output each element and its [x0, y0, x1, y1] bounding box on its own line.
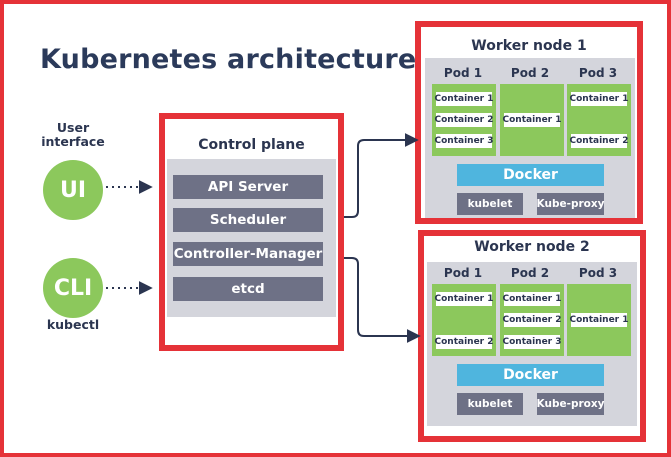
- wn2-pod-2-container-1: Container 1: [502, 292, 562, 306]
- controller-manager-component: Controller-Manager: [173, 242, 323, 266]
- wn2-docker-runtime: Docker: [457, 364, 604, 386]
- kubectl-label: kubectl: [46, 317, 100, 332]
- wn1-pod-2-label: Pod 2: [510, 66, 550, 80]
- scheduler-component: Scheduler: [173, 208, 323, 232]
- wn2-kubelet: kubelet: [457, 393, 523, 415]
- wn2-pod-1-label: Pod 1: [443, 266, 483, 280]
- wn1-docker-runtime: Docker: [457, 164, 604, 186]
- api-server-component: API Server: [173, 175, 323, 199]
- wn1-pod-1-label: Pod 1: [443, 66, 483, 80]
- ui-client-node: UI: [43, 160, 103, 220]
- wn2-kube-proxy: Kube-proxy: [537, 393, 604, 415]
- control-plane-title: Control plane: [198, 137, 305, 153]
- wn2-pod-2-container-2: Container 2: [502, 313, 562, 327]
- user-interface-label: User interface: [41, 120, 105, 149]
- wn1-kubelet: kubelet: [457, 193, 523, 215]
- wn1-pod-3-container-1: Container 1: [569, 92, 629, 106]
- wn1-pod-1-container-1: Container 1: [434, 92, 494, 106]
- wn2-pod-2-container-3: Container 3: [502, 335, 562, 349]
- wn2-pod-3-container-1: Container 1: [569, 313, 629, 327]
- wn1-pod-3-container-2: Container 2: [569, 134, 629, 148]
- wn1-pod-3-label: Pod 3: [578, 66, 618, 80]
- wn2-pod-1-container-1: Container 1: [434, 292, 494, 306]
- wn1-pod-2-container-1: Container 1: [502, 113, 562, 127]
- worker-node-2-title: Worker node 2: [474, 239, 590, 255]
- wn2-pod-3-label: Pod 3: [578, 266, 618, 280]
- wn2-pod-2-label: Pod 2: [510, 266, 550, 280]
- wn1-pod-1-container-2: Container 2: [434, 113, 494, 127]
- diagram-title: Kubernetes architecture: [40, 44, 417, 75]
- wn2-pod-1-container-2: Container 2: [434, 335, 494, 349]
- etcd-component: etcd: [173, 277, 323, 301]
- wn1-kube-proxy: Kube-proxy: [537, 193, 604, 215]
- worker-node-1-title: Worker node 1: [471, 38, 587, 54]
- wn1-pod-1-container-3: Container 3: [434, 134, 494, 148]
- cli-client-node: CLI: [43, 258, 103, 318]
